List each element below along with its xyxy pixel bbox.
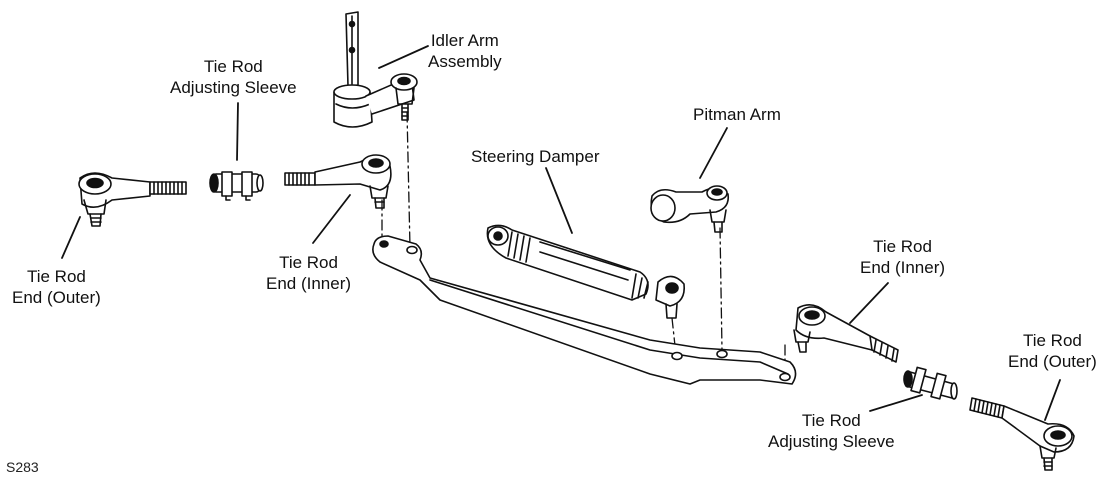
tie-rod-end-outer-right <box>969 397 1075 471</box>
label-line: Pitman Arm <box>693 105 781 124</box>
figure-id: S283 <box>6 459 39 475</box>
label-line: End (Inner) <box>860 258 946 277</box>
label-line: Adjusting Sleeve <box>170 78 297 97</box>
label-line: Idler Arm <box>430 31 499 50</box>
label-line: End (Outer) <box>1008 352 1097 371</box>
label-tie-rod-adjusting-sleeve-right: Tie Rod Adjusting Sleeve <box>768 410 895 452</box>
pitman-arm <box>650 185 730 233</box>
tie-rod-adjusting-sleeve-right <box>903 366 958 400</box>
label-line: Tie Rod <box>279 253 338 272</box>
label-tie-rod-adjusting-sleeve-left: Tie Rod Adjusting Sleeve <box>170 56 297 98</box>
label-line: End (Outer) <box>12 288 101 307</box>
center-link <box>372 235 797 385</box>
label-tie-rod-end-outer-right: Tie Rod End (Outer) <box>1008 330 1097 372</box>
label-steering-damper: Steering Damper <box>471 146 600 167</box>
steering-damper <box>486 224 686 319</box>
label-line: Tie Rod <box>1022 331 1082 350</box>
label-line: Assembly <box>428 52 502 71</box>
label-tie-rod-end-inner-left: Tie Rod End (Inner) <box>266 252 351 294</box>
tie-rod-adjusting-sleeve-left <box>209 171 264 201</box>
idler-arm-assembly <box>333 11 418 128</box>
label-line: Tie Rod <box>873 237 932 256</box>
label-pitman-arm: Pitman Arm <box>693 104 781 125</box>
label-line: Tie Rod <box>203 57 263 76</box>
label-line: Tie Rod <box>801 411 861 430</box>
label-idler-arm-assembly: Idler Arm Assembly <box>428 30 502 72</box>
label-line: Adjusting Sleeve <box>768 432 895 451</box>
leader-lines <box>61 45 1061 421</box>
label-line: End (Inner) <box>266 274 352 293</box>
tie-rod-end-outer-left <box>78 172 187 227</box>
tie-rod-end-inner-right <box>793 304 899 363</box>
label-line: Tie Rod <box>26 267 86 286</box>
label-tie-rod-end-inner-right: Tie Rod End (Inner) <box>860 236 945 278</box>
tie-rod-end-inner-left <box>284 154 392 209</box>
label-tie-rod-end-outer-left: Tie Rod End (Outer) <box>12 266 101 308</box>
label-line: Steering Damper <box>471 147 600 166</box>
